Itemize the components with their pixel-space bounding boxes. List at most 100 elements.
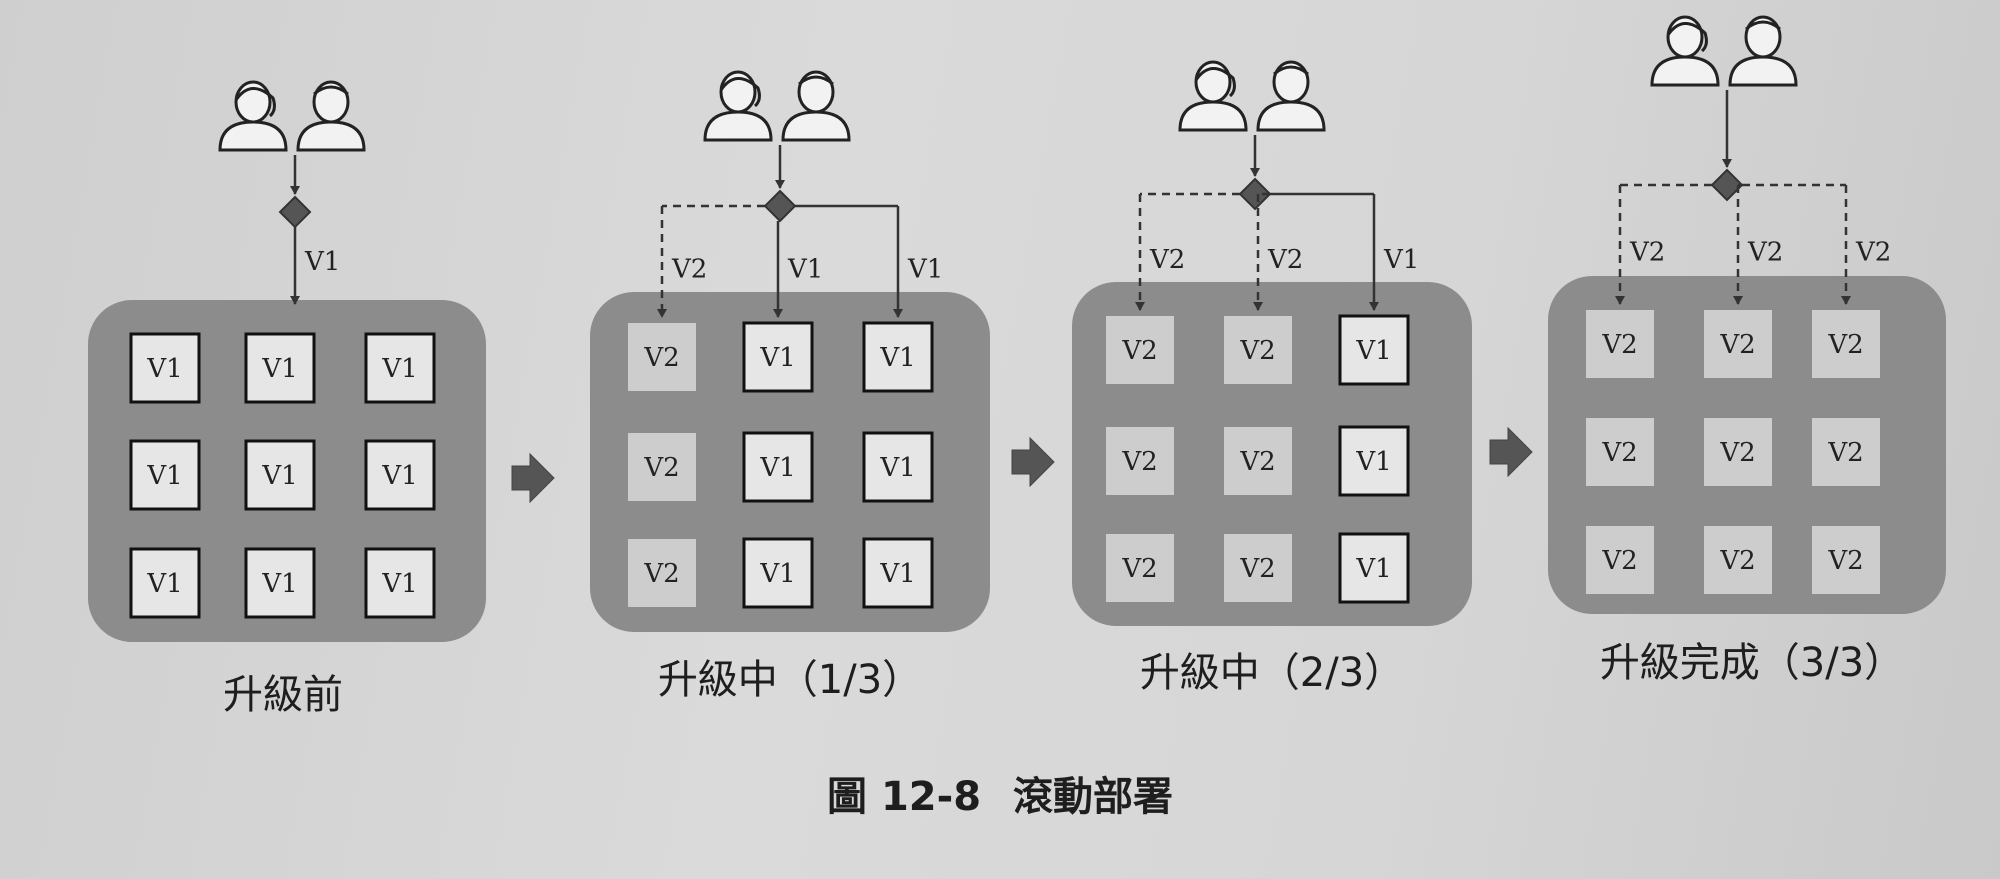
instance-box bbox=[1106, 534, 1174, 602]
instance-version-label: V2 bbox=[1601, 438, 1637, 468]
instance-tile: V1 bbox=[244, 439, 316, 511]
route-label: V2 bbox=[1149, 245, 1185, 275]
instance-version-label: V2 bbox=[1719, 438, 1755, 468]
instance-box bbox=[742, 537, 814, 609]
instance-version-label: V2 bbox=[643, 343, 679, 373]
instance-box bbox=[244, 547, 316, 619]
instance-box bbox=[628, 539, 696, 607]
instance-version-label: V1 bbox=[381, 461, 417, 491]
stage-caption: 升級中（1/3） bbox=[658, 657, 922, 703]
instance-tile: V2 bbox=[628, 539, 696, 607]
instance-version-label: V1 bbox=[381, 569, 417, 599]
instance-version-label: V2 bbox=[1719, 546, 1755, 576]
right-arrow-icon bbox=[511, 452, 555, 504]
instance-tile: V2 bbox=[628, 323, 696, 391]
stage-caption: 升級完成（3/3） bbox=[1600, 640, 1904, 686]
route-label: V1 bbox=[787, 255, 823, 285]
instance-version-label: V1 bbox=[381, 354, 417, 384]
instance-tile: V1 bbox=[129, 332, 201, 404]
instance-tile: V1 bbox=[129, 439, 201, 511]
instance-tile: V2 bbox=[628, 433, 696, 501]
route-label: V2 bbox=[1747, 238, 1783, 268]
instance-tile: V2 bbox=[1704, 526, 1772, 594]
instance-version-label: V1 bbox=[879, 453, 915, 483]
instance-version-label: V1 bbox=[261, 461, 297, 491]
instance-box bbox=[1704, 310, 1772, 378]
instance-version-label: V2 bbox=[1601, 330, 1637, 360]
figure-title: 滾動部署 bbox=[1013, 774, 1173, 820]
instance-tile: V1 bbox=[1338, 532, 1410, 604]
route-label: V2 bbox=[1629, 238, 1665, 268]
instance-box bbox=[742, 321, 814, 393]
instance-version-label: V2 bbox=[643, 559, 679, 589]
load-balancer-diamond-icon bbox=[278, 195, 312, 229]
instance-version-label: V2 bbox=[1719, 330, 1755, 360]
instance-tile: V1 bbox=[244, 332, 316, 404]
instance-tile: V2 bbox=[1812, 418, 1880, 486]
instance-box bbox=[742, 431, 814, 503]
instance-tile: V1 bbox=[364, 547, 436, 619]
route-label: V1 bbox=[1383, 245, 1419, 275]
instance-box bbox=[628, 433, 696, 501]
instance-version-label: V1 bbox=[879, 559, 915, 589]
instance-version-label: V2 bbox=[1827, 438, 1863, 468]
instance-box bbox=[628, 323, 696, 391]
stage-caption: 升級前 bbox=[223, 672, 343, 718]
instance-version-label: V2 bbox=[1121, 554, 1157, 584]
instance-tile: V1 bbox=[862, 537, 934, 609]
instance-box bbox=[129, 332, 201, 404]
instance-tile: V2 bbox=[1586, 526, 1654, 594]
instance-tile: V1 bbox=[364, 332, 436, 404]
instance-version-label: V2 bbox=[643, 453, 679, 483]
instance-version-label: V1 bbox=[759, 343, 795, 373]
instance-tile: V2 bbox=[1704, 418, 1772, 486]
instance-version-label: V2 bbox=[1827, 330, 1863, 360]
users-icon bbox=[1650, 15, 1798, 87]
instance-tile: V2 bbox=[1224, 534, 1292, 602]
instance-box bbox=[1106, 427, 1174, 495]
instance-box bbox=[1704, 418, 1772, 486]
route-label: V2 bbox=[1267, 245, 1303, 275]
instance-box bbox=[364, 547, 436, 619]
instance-tile: V2 bbox=[1106, 316, 1174, 384]
instance-tile: V2 bbox=[1704, 310, 1772, 378]
instance-box bbox=[364, 439, 436, 511]
route-label: V1 bbox=[304, 247, 340, 277]
figure-caption: 圖 12-8 滾動部署 bbox=[827, 774, 1173, 820]
users-icon bbox=[1178, 60, 1326, 132]
instance-box bbox=[1224, 534, 1292, 602]
instance-version-label: V2 bbox=[1239, 447, 1275, 477]
instance-tile: V1 bbox=[364, 439, 436, 511]
instance-tile: V2 bbox=[1812, 526, 1880, 594]
instance-box bbox=[129, 547, 201, 619]
instance-tile: V1 bbox=[862, 431, 934, 503]
instance-tile: V2 bbox=[1106, 534, 1174, 602]
instance-version-label: V2 bbox=[1121, 336, 1157, 366]
instance-version-label: V1 bbox=[1355, 554, 1391, 584]
instance-version-label: V1 bbox=[879, 343, 915, 373]
instance-tile: V1 bbox=[244, 547, 316, 619]
figure-number: 圖 12-8 bbox=[827, 774, 981, 820]
instance-version-label: V1 bbox=[146, 569, 182, 599]
route-label: V1 bbox=[907, 255, 943, 285]
users-icon bbox=[218, 80, 366, 152]
instance-box bbox=[129, 439, 201, 511]
instance-box bbox=[1586, 526, 1654, 594]
stage-transition-arrows bbox=[511, 426, 1533, 504]
route-label: V2 bbox=[1855, 238, 1891, 268]
instance-version-label: V2 bbox=[1239, 554, 1275, 584]
instance-box bbox=[244, 439, 316, 511]
instance-tile: V1 bbox=[1338, 314, 1410, 386]
instance-tile: V2 bbox=[1586, 310, 1654, 378]
users-icon bbox=[703, 70, 851, 142]
instance-tile: V2 bbox=[1224, 316, 1292, 384]
instance-box bbox=[364, 332, 436, 404]
instance-version-label: V1 bbox=[261, 569, 297, 599]
instance-tile: V1 bbox=[742, 431, 814, 503]
instance-tile: V1 bbox=[862, 321, 934, 393]
instance-version-label: V1 bbox=[1355, 447, 1391, 477]
